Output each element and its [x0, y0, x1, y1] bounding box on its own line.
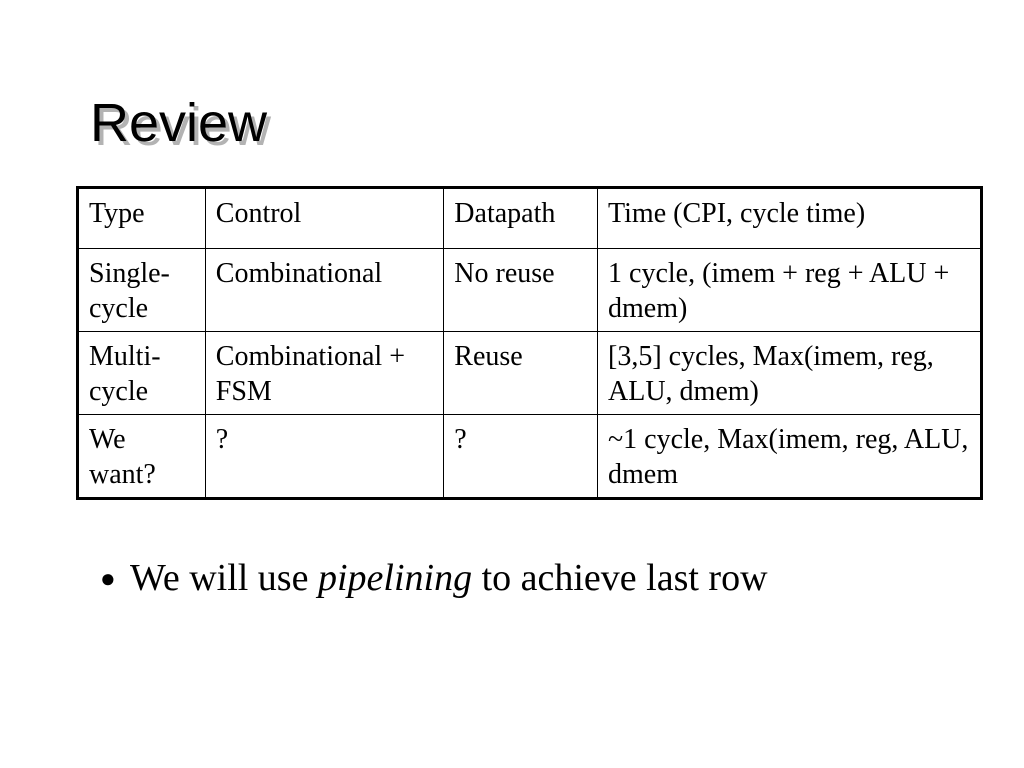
table-cell-type: Single-cycle	[77, 248, 206, 332]
table-cell-type: We want?	[77, 414, 206, 499]
bullet-emphasis: pipelining	[317, 557, 473, 599]
table-cell-control: Combinational + FSM	[204, 331, 445, 415]
table-row: Multi-cycle Combinational + FSM Reuse [3…	[77, 331, 982, 415]
table-cell-datapath: ?	[443, 414, 599, 499]
table-cell-time: ~1 cycle, Max(imem, reg, ALU, dmem	[597, 414, 982, 499]
table-cell-datapath: Reuse	[443, 331, 599, 415]
table-row: We want? ? ? ~1 cycle, Max(imem, reg, AL…	[77, 414, 982, 499]
header-cell-type: Type	[77, 187, 206, 249]
table-row: Single-cycle Combinational No reuse 1 cy…	[77, 248, 982, 332]
header-cell-time: Time (CPI, cycle time)	[597, 187, 982, 249]
header-cell-datapath: Datapath	[443, 187, 599, 249]
bullet-point: ● We will use pipelining to achieve last …	[100, 556, 768, 601]
table-cell-type: Multi-cycle	[77, 331, 206, 415]
bullet-text-after: to achieve last row	[472, 557, 768, 599]
table-cell-datapath: No reuse	[443, 248, 599, 332]
comparison-table: Type Control Datapath Time (CPI, cycle t…	[76, 186, 983, 500]
table-header-row: Type Control Datapath Time (CPI, cycle t…	[77, 187, 982, 249]
bullet-text-before: We will use	[130, 557, 318, 599]
bullet-icon: ●	[100, 564, 116, 593]
table-cell-control: Combinational	[204, 248, 445, 332]
table-cell-control: ?	[204, 414, 445, 499]
slide-title: Review	[90, 93, 268, 153]
table-cell-time: [3,5] cycles, Max(imem, reg, ALU, dmem)	[597, 331, 982, 415]
header-cell-control: Control	[204, 187, 445, 249]
table-cell-time: 1 cycle, (imem + reg + ALU + dmem)	[597, 248, 982, 332]
